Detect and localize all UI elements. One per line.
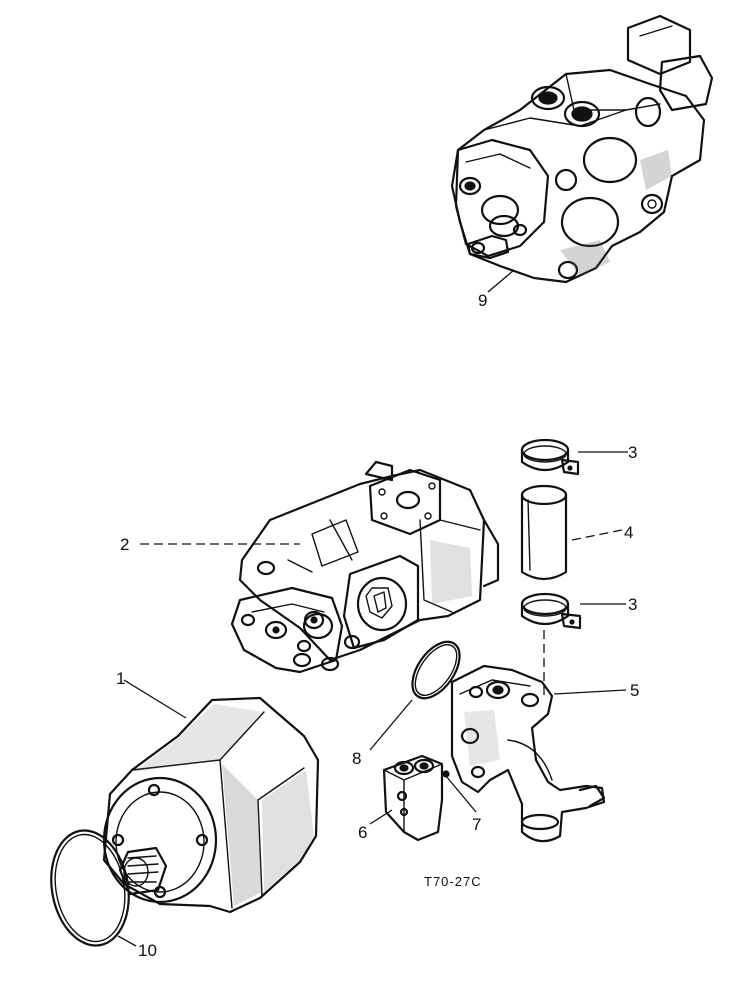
hose-part (520, 484, 623, 581)
tandem-pump-part (140, 460, 500, 674)
callout-5: 5 (630, 681, 639, 700)
reference-code: T70-27C (424, 874, 482, 889)
callout-4: 4 (624, 523, 633, 542)
callout-3-lower: 3 (628, 595, 637, 614)
pump-housing-part (102, 679, 320, 914)
callout-8: 8 (352, 749, 361, 768)
callout-3-upper: 3 (628, 443, 637, 462)
callout-6: 6 (358, 823, 367, 842)
hose-clip-upper (520, 438, 628, 476)
callout-7: 7 (472, 815, 481, 834)
hose-clip-lower (520, 592, 626, 630)
callout-10: 10 (138, 941, 157, 960)
valve-block-part (369, 754, 444, 842)
callout-1: 1 (116, 669, 125, 688)
callout-9: 9 (478, 291, 487, 310)
callout-2: 2 (120, 535, 129, 554)
elbow-manifold-part (450, 664, 627, 843)
o-ring-part (369, 640, 461, 751)
large-o-ring-part (50, 829, 137, 947)
control-valve-part (450, 14, 714, 293)
